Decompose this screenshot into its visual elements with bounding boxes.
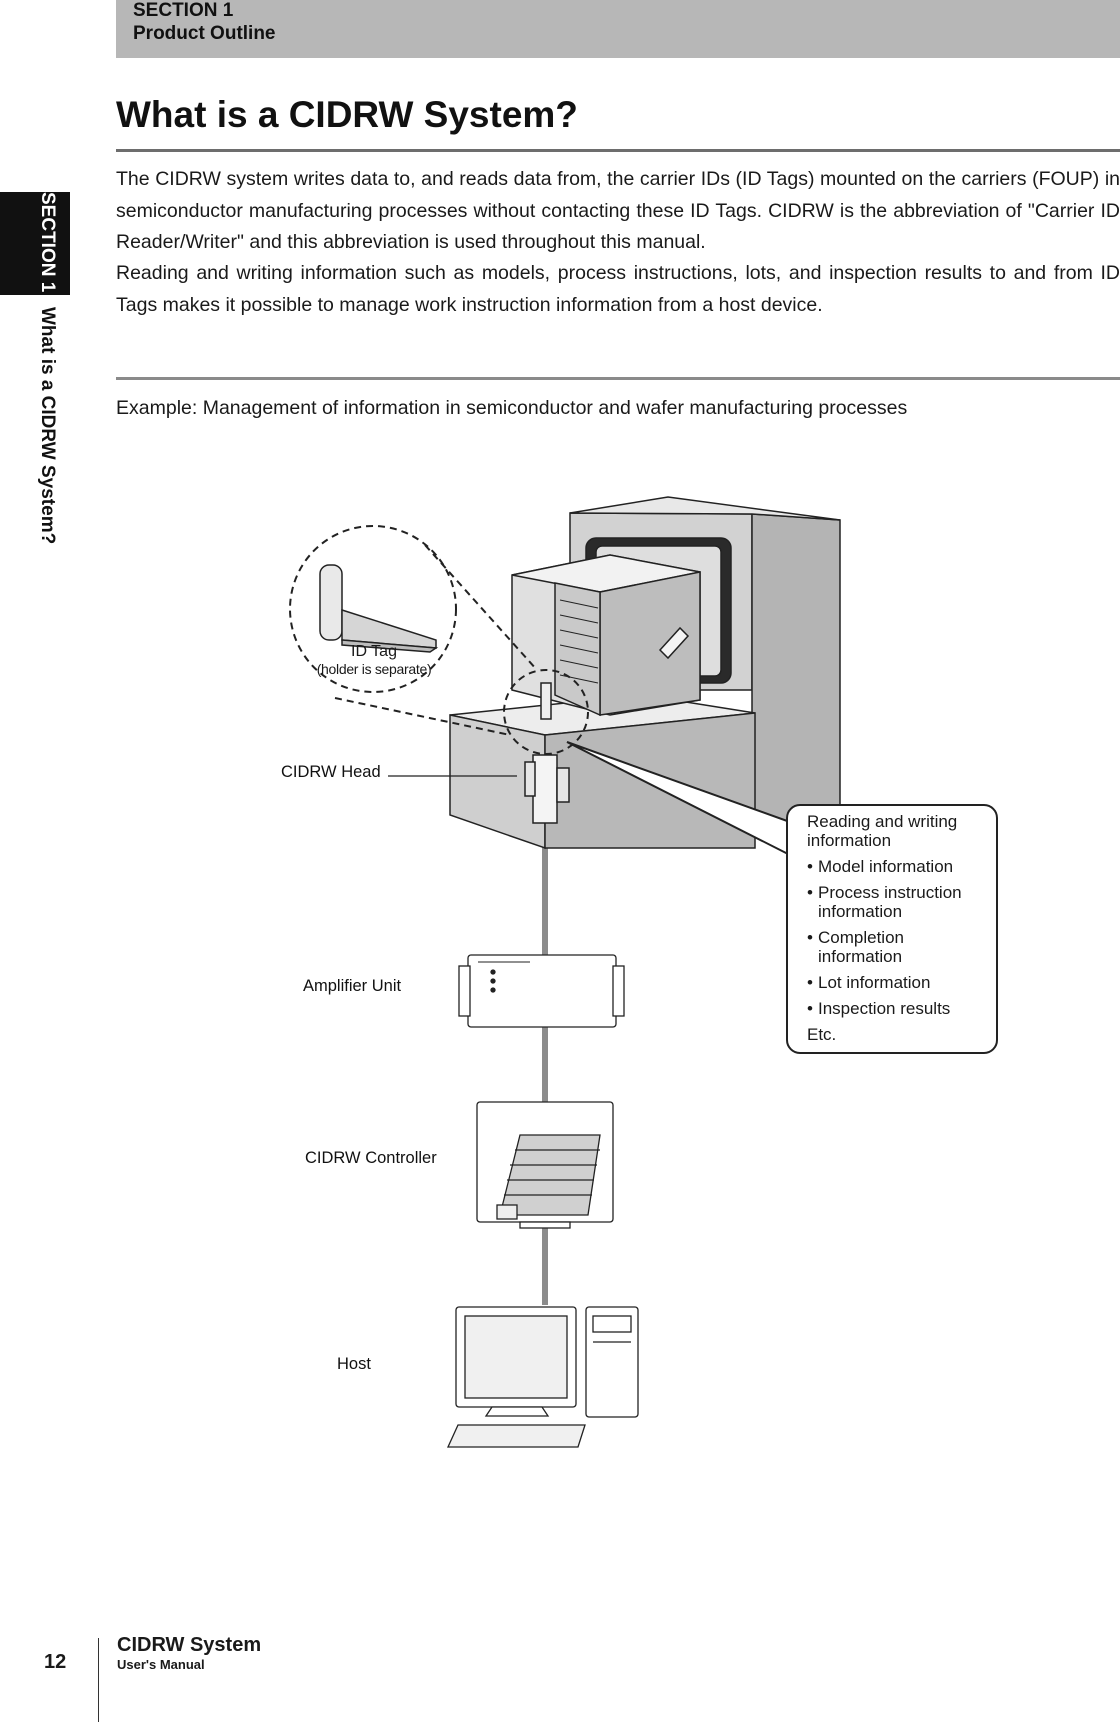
- section-subtitle: Product Outline: [133, 23, 276, 44]
- side-tab-section: SECTION 1: [37, 192, 58, 293]
- side-tab-topic: What is a CIDRW System?: [37, 307, 58, 545]
- section-rule: [116, 377, 1120, 380]
- callout-item: Completion information: [807, 928, 984, 966]
- footer-subtitle: User's Manual: [117, 1657, 205, 1672]
- id-tag-closeup: [319, 564, 439, 653]
- footer-title: CIDRW System: [117, 1634, 262, 1656]
- callout-box: Reading and writing information Model in…: [786, 804, 998, 1054]
- amplifier-unit-label: Amplifier Unit: [303, 977, 402, 995]
- page-number: 12: [44, 1651, 67, 1673]
- id-tag-magnifier: [289, 525, 589, 755]
- amplifier-unit-illustration: [458, 954, 625, 1028]
- title-rule: [116, 149, 1120, 152]
- example-caption: Example: Management of information in se…: [116, 397, 908, 419]
- callout-item: Inspection results: [807, 999, 984, 1018]
- intro-paragraph: The CIDRW system writes data to, and rea…: [116, 168, 1120, 253]
- section-label: SECTION 1: [133, 0, 234, 21]
- id-tag-note: (holder is separate): [316, 661, 432, 677]
- usage-paragraph: Reading and writing information such as …: [116, 262, 1120, 316]
- host-illustration: [446, 1306, 639, 1448]
- cidrw-controller-label: CIDRW Controller: [305, 1149, 437, 1167]
- callout-list: Model information Process instruction in…: [807, 857, 984, 1018]
- section-header: SECTION 1 Product Outline: [116, 0, 1120, 58]
- load-port-illustration: [449, 496, 841, 850]
- side-tab: [0, 192, 70, 295]
- side-tab-text: SECTION 1 What is a CIDRW System?: [37, 192, 58, 545]
- callout-item: Model information: [807, 857, 984, 876]
- callout-item: Lot information: [807, 973, 984, 992]
- host-label: Host: [337, 1355, 371, 1373]
- controller-illustration: [476, 1101, 614, 1229]
- footer-divider: [98, 1638, 99, 1722]
- id-tag-label: ID Tag: [351, 643, 397, 660]
- page-title: What is a CIDRW System?: [116, 94, 578, 135]
- callout-title: Reading and writing information: [807, 812, 958, 850]
- cidrw-head-label: CIDRW Head: [281, 763, 381, 781]
- callout-etc: Etc.: [807, 1025, 837, 1044]
- callout-item: Process instruction information: [807, 883, 984, 921]
